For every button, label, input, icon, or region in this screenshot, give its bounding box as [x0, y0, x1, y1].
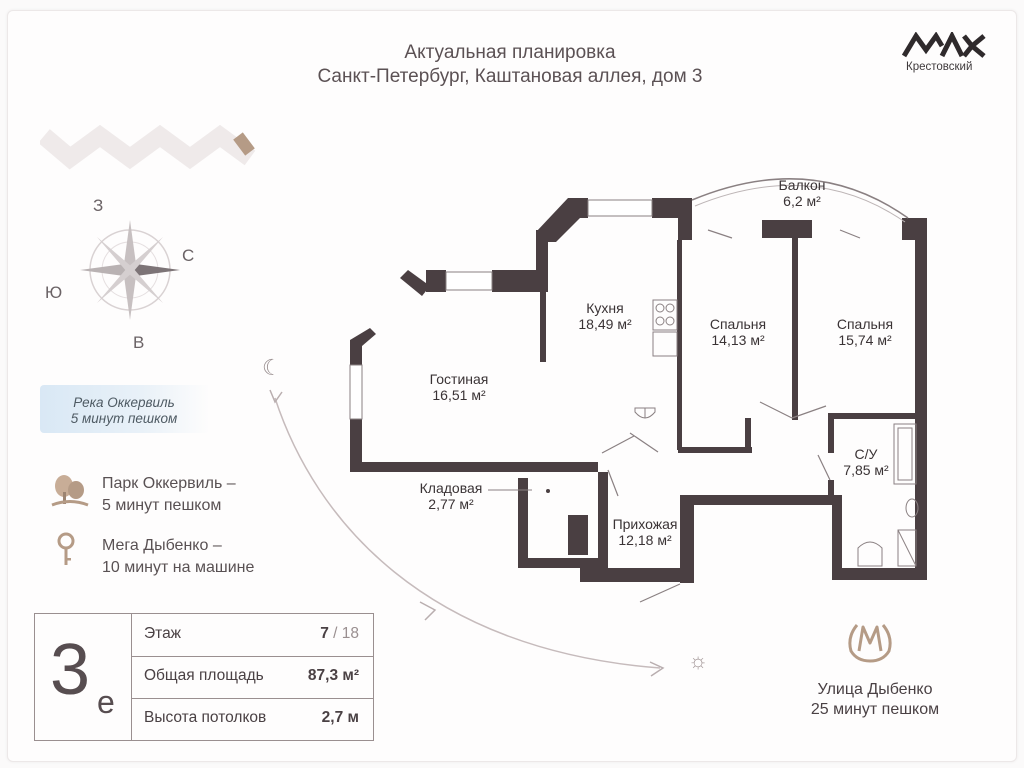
room-hall-area: 12,18 м²: [618, 532, 672, 548]
landmark-park-line2: 5 минут пешком: [102, 497, 222, 514]
apartment-type-number: 3: [50, 630, 91, 710]
room-kitchen-name: Кухня: [586, 300, 624, 316]
landmark-park-line1: Парк Оккервиль –: [102, 475, 236, 492]
room-hall-name: Прихожая: [612, 516, 678, 532]
apartment-type-letter: е: [97, 684, 115, 720]
floor-value-group: 7 / 18: [320, 625, 359, 643]
metro-icon: [848, 624, 892, 663]
height-label: Высота потолков: [144, 709, 267, 726]
floor-row: Этаж 7 / 18: [132, 614, 373, 657]
area-value: 87,3 м²: [307, 667, 359, 684]
tree-icon: [51, 475, 89, 507]
room-bedroom2-area: 15,74 м²: [838, 332, 892, 348]
area-label: Общая площадь: [144, 667, 264, 684]
moon-icon: ☾: [262, 355, 282, 380]
room-balcony-name: Балкон: [778, 177, 826, 193]
logo-icon: [902, 32, 986, 58]
key-icon: [57, 532, 75, 565]
landmark-mega-line1: Мега Дыбенко –: [102, 537, 222, 554]
room-bedroom1-name: Спальня: [709, 316, 767, 332]
compass-west: З: [93, 196, 104, 215]
floor-label: Этаж: [144, 625, 182, 642]
room-bedroom2-name: Спальня: [836, 316, 894, 332]
floor-value: 7: [320, 625, 329, 642]
height-value: 2,7 м: [321, 709, 359, 726]
river-badge: [40, 385, 210, 433]
metro-station: Улица Дыбенко: [817, 681, 933, 698]
wave-icon: [40, 124, 256, 170]
metro-time: 25 минут пешком: [810, 701, 940, 718]
area-row: Общая площадь 87,3 м²: [132, 656, 373, 699]
living-corner-wall: [400, 270, 430, 296]
floor-separator: /: [328, 625, 342, 642]
title-line-1: Актуальная планировка: [404, 42, 616, 63]
compass-rose-icon: [80, 220, 180, 320]
room-storage-name: Кладовая: [419, 480, 483, 496]
river-name: Река Оккервиль: [73, 395, 175, 410]
title-line-2: Санкт-Петербург, Каштановая аллея, дом 3: [317, 66, 703, 87]
room-bathroom-area: 7,85 м²: [843, 462, 889, 478]
sun-path-arc: [269, 389, 665, 677]
living-left-wall: [350, 328, 376, 462]
room-balcony-area: 6,2 м²: [783, 193, 821, 209]
compass-south: Ю: [45, 283, 63, 302]
room-storage-area: 2,77 м²: [428, 496, 474, 512]
room-kitchen-area: 18,49 м²: [578, 316, 632, 332]
height-row: Высота потолков 2,7 м: [132, 698, 373, 740]
floor-total: 18: [341, 625, 359, 642]
compass-east: В: [133, 333, 145, 352]
logo-text: Крестовский: [906, 61, 973, 73]
room-bathroom-name: С/У: [854, 446, 878, 462]
room-living-name: Гостиная: [429, 371, 489, 387]
living-bottom-wall: [350, 462, 598, 472]
floor-plan: [349, 178, 927, 603]
room-bedroom1-area: 14,13 м²: [711, 332, 765, 348]
sun-icon: ☼: [688, 648, 709, 673]
landmark-mega-line2: 10 минут на машине: [102, 559, 255, 576]
room-living-area: 16,51 м²: [432, 387, 486, 403]
apartment-type-cell: 3 е: [35, 614, 132, 740]
summary-table: 3 е Этаж 7 / 18 Общая площадь 87,3 м² Вы…: [34, 613, 374, 741]
compass-north: С: [182, 246, 195, 265]
river-time: 5 минут пешком: [70, 411, 178, 426]
